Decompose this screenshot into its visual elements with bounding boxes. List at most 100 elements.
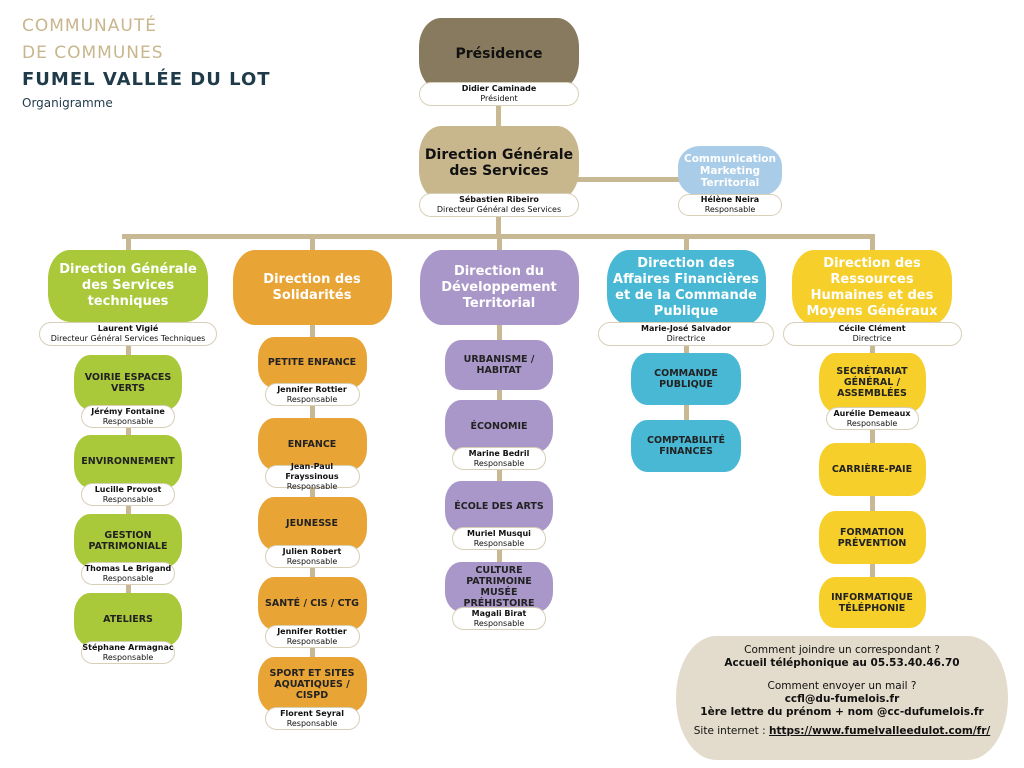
service-box: PETITE ENFANCE — [257, 337, 367, 388]
person-name: Sébastien Ribeiro — [459, 195, 539, 204]
service-box: JEUNESSE — [257, 497, 367, 550]
person-name: Jérémy Fontaine — [91, 406, 165, 416]
person-role: Responsable — [846, 418, 898, 428]
person-role: Responsable — [286, 481, 338, 491]
header-line-2: DE COMMUNES — [22, 43, 164, 63]
service-label: SECRÉTARIAT GÉNÉRAL / ASSEMBLÉES — [836, 366, 908, 399]
service-label: FORMATION PRÉVENTION — [837, 526, 907, 549]
connector — [497, 236, 502, 562]
person-name: Jennifer Rottier — [277, 626, 347, 636]
service-box: SECRÉTARIAT GÉNÉRAL / ASSEMBLÉES — [818, 353, 926, 412]
contact-box: Comment joindre un correspondant ? Accue… — [676, 636, 1008, 760]
person-role: Responsable — [102, 494, 154, 504]
communication-box: Communication Marketing Territorial — [678, 146, 782, 196]
header-title: FUMEL VALLÉE DU LOT — [22, 69, 271, 90]
contact-question-phone: Comment joindre un correspondant ? — [744, 644, 940, 656]
direction-box: Direction des Ressources Humaines et des… — [792, 250, 952, 325]
site-link[interactable]: https://www.fumelvalleedulot.com/fr/ — [768, 725, 991, 737]
service-box: FORMATION PRÉVENTION — [818, 511, 926, 564]
person-role: Responsable — [286, 636, 338, 646]
service-label: VOIRIE ESPACES VERTS — [84, 371, 172, 394]
service-box: COMMANDE PUBLIQUE — [631, 353, 741, 405]
service-label: CARRIÈRE-PAIE — [831, 464, 913, 475]
service-box: CARRIÈRE-PAIE — [818, 443, 926, 496]
person-role: Président — [480, 94, 518, 103]
person-name: Aurélie Demeaux — [833, 408, 911, 418]
service-label: COMPTABILITÉ FINANCES — [647, 435, 725, 457]
communication-title: Communication Marketing Territorial — [684, 153, 776, 189]
person-name: Florent Seyral — [280, 708, 344, 718]
person-role: Responsable — [286, 718, 338, 728]
service-box: ÉCOLE DES ARTS — [445, 481, 553, 532]
direction-title: Direction Générale des Services techniqu… — [59, 262, 197, 309]
connector — [496, 215, 501, 239]
site-label: Site internet : — [693, 725, 766, 737]
header-subtitle: Organigramme — [22, 96, 113, 110]
service-box: COMPTABILITÉ FINANCES — [631, 420, 741, 472]
direction-box: Direction des Affaires Financières et de… — [606, 250, 766, 325]
person-name: Muriel Musqui — [467, 528, 531, 538]
service-box: GESTION PATRIMONIALE — [74, 514, 182, 567]
person-name: Jean-Paul Frayssinous — [285, 461, 339, 481]
person-role: Responsable — [102, 573, 154, 583]
person-role: Responsable — [473, 538, 525, 548]
service-box: VOIRIE ESPACES VERTS — [74, 355, 182, 410]
direction-title: Direction du Développement Territorial — [441, 263, 557, 311]
service-label: INFORMATIQUE TÉLÉPHONIE — [831, 591, 913, 614]
service-label: ENVIRONNEMENT — [81, 456, 175, 467]
person-name: Hélène Neira — [700, 195, 760, 204]
header-line-1: COMMUNAUTÉ — [22, 16, 157, 36]
connector — [575, 177, 683, 182]
direction-box: Direction des Solidarités — [232, 250, 392, 325]
service-label: GESTION PATRIMONIALE — [88, 529, 168, 552]
service-box: INFORMATIQUE TÉLÉPHONIE — [818, 577, 926, 628]
contact-phone: Accueil téléphonique au 05.53.40.46.70 — [724, 657, 960, 669]
service-label: JEUNESSE — [286, 518, 338, 529]
service-box: ENVIRONNEMENT — [74, 435, 182, 488]
person-role: Directrice — [852, 334, 892, 343]
service-label: SANTÉ / CIS / CTG — [265, 598, 359, 609]
service-box: ATELIERS — [74, 593, 182, 646]
service-box: ENFANCE — [257, 418, 367, 470]
person-name: Marine Bedril — [468, 448, 530, 458]
service-label: CULTURE PATRIMOINE MUSÉE PRÉHISTOIRE — [463, 565, 535, 609]
person-role: Responsable — [102, 652, 154, 662]
person-name: Stéphane Armagnac — [82, 642, 174, 652]
service-label: URBANISME / HABITAT — [463, 354, 535, 376]
service-label: ATELIERS — [103, 614, 153, 625]
dgs-box: Direction Générale des Services — [419, 126, 579, 200]
person-name: Julien Robert — [282, 546, 342, 556]
person-name: Jennifer Rottier — [277, 384, 347, 394]
contact-question-mail: Comment envoyer un mail ? — [767, 680, 917, 692]
presidence-box: Présidence — [419, 18, 579, 90]
service-box: CULTURE PATRIMOINE MUSÉE PRÉHISTOIRE — [445, 562, 553, 612]
service-label: PETITE ENFANCE — [267, 357, 357, 368]
person-role: Directrice — [666, 334, 706, 343]
contact-email: ccfl@du-fumelois.fr — [784, 693, 900, 705]
service-box: URBANISME / HABITAT — [445, 340, 553, 390]
person-role: Responsable — [473, 618, 525, 628]
direction-title: Direction des Ressources Humaines et des… — [806, 255, 938, 319]
person-role: Responsable — [286, 556, 338, 566]
person-name: Cécile Clément — [838, 324, 906, 333]
service-box: SPORT ET SITES AQUATIQUES / CISPD — [257, 657, 367, 712]
service-box: ÉCONOMIE — [445, 400, 553, 452]
service-label: ÉCONOMIE — [470, 420, 528, 432]
person-name: Marie-José Salvador — [641, 324, 731, 333]
service-label: COMMANDE PUBLIQUE — [654, 368, 718, 390]
